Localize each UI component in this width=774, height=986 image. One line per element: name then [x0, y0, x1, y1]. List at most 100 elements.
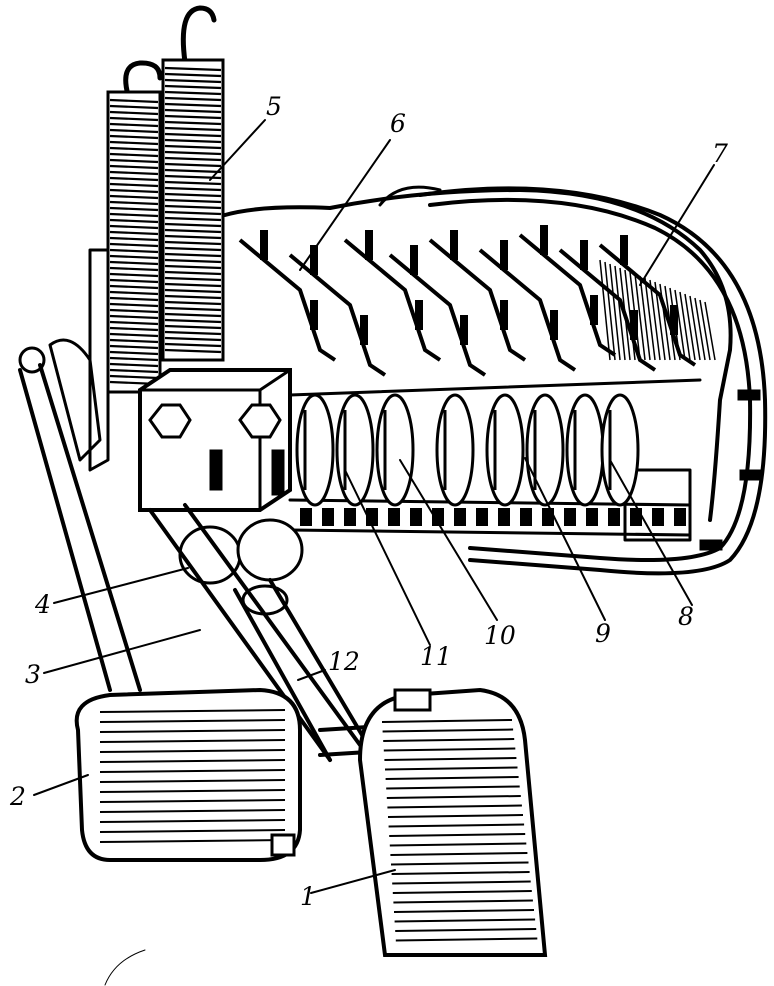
leader-8: [609, 459, 693, 606]
spring-coil: [109, 230, 159, 236]
tread-line: [99, 839, 286, 843]
pedal-2: [74, 687, 302, 862]
contact-screw: [450, 230, 458, 260]
leader-7: [639, 164, 715, 286]
spring-coil: [164, 240, 222, 246]
label-5: 5: [266, 92, 282, 121]
right-spring-hook: [180, 5, 217, 65]
tread-line: [384, 757, 517, 761]
spring-coil: [164, 330, 222, 336]
spring-coil: [164, 300, 222, 306]
spring-coil: [164, 276, 222, 282]
shaft-bar-top: [288, 378, 702, 397]
cable-harness-outer: [418, 186, 768, 576]
hatch-line: [644, 277, 656, 361]
spring-coil: [164, 114, 222, 120]
harness-clip: [739, 469, 763, 481]
tread-line: [99, 709, 286, 713]
rail-tooth: [476, 508, 488, 526]
leader-lines: [33, 119, 715, 894]
hatch-line: [604, 261, 616, 361]
rail-tooth: [652, 508, 664, 526]
contact-screw: [540, 225, 548, 255]
hatch-line: [599, 259, 611, 361]
spring-coil: [109, 272, 159, 278]
cam-washer: [600, 393, 640, 507]
rail-tooth: [586, 508, 598, 526]
pedals: [74, 687, 548, 957]
pedal-1-hinge: [393, 688, 432, 712]
rail-tooth: [608, 508, 620, 526]
rail-tooth: [520, 508, 532, 526]
spring-coil: [164, 216, 222, 222]
spring-coil: [164, 72, 222, 78]
spring-coil: [164, 150, 222, 156]
rail-tooth: [564, 508, 576, 526]
hatch-line: [694, 297, 706, 361]
label-4: 4: [34, 590, 51, 619]
spring-coil: [164, 270, 222, 276]
spring-coil: [164, 90, 222, 96]
stud: [271, 449, 285, 496]
rail-tooth: [454, 508, 466, 526]
spring-coil: [109, 326, 159, 332]
spring-coil: [109, 236, 159, 242]
spring-coil: [164, 204, 222, 210]
spring-coil: [164, 186, 222, 192]
hatch-line: [684, 293, 696, 361]
spring-coil: [109, 176, 159, 182]
contact-screw: [365, 230, 373, 260]
contact-lever: [288, 253, 387, 377]
spring-coil: [109, 344, 159, 350]
contact-screw: [500, 300, 508, 330]
tread-line: [386, 795, 521, 799]
lever-arm-12: [233, 578, 367, 762]
spring-coil: [164, 126, 222, 132]
spring-coil: [164, 120, 222, 126]
pedal-1: [357, 687, 548, 957]
pedal-2-treads: [99, 709, 286, 843]
rail-tooth: [674, 508, 686, 526]
spring-coil: [164, 192, 222, 198]
contact-screw: [580, 240, 588, 270]
tread-line: [395, 928, 537, 932]
spring-coil: [109, 182, 159, 188]
spring-coil: [109, 356, 159, 362]
tread-line: [395, 937, 538, 942]
spring-coil: [164, 168, 222, 174]
spring-coil: [164, 228, 222, 234]
label-11: 11: [420, 642, 452, 671]
bracket-edges: [138, 368, 292, 512]
rail-tooth: [388, 508, 400, 526]
spring-coil: [164, 210, 222, 216]
side-plate: [88, 248, 110, 472]
spring-coil: [164, 264, 222, 270]
controller-housing: [88, 185, 768, 576]
tread-line: [99, 809, 286, 813]
contact-levers: [238, 225, 697, 377]
spring-coil: [109, 338, 159, 344]
tread-line: [390, 852, 528, 856]
spring-coil: [109, 350, 159, 356]
pedal-1-treads: [381, 719, 538, 942]
spring-coil: [109, 320, 159, 326]
spring-coil: [109, 302, 159, 308]
tread-line: [99, 829, 286, 833]
spring-coil: [164, 96, 222, 102]
spring-coil: [164, 144, 222, 150]
spring-coil: [164, 222, 222, 228]
label-2: 2: [9, 782, 26, 811]
stud: [209, 449, 223, 491]
spring-coil: [109, 332, 159, 338]
tread-line: [393, 899, 533, 904]
contact-screw: [415, 300, 423, 330]
mounting-bracket: [18, 338, 304, 692]
spring-coil: [109, 290, 159, 296]
leader-4: [53, 567, 189, 604]
label-12: 12: [328, 647, 360, 676]
pivot: [18, 346, 46, 374]
hex-bolt: [148, 403, 192, 439]
spring-coil: [109, 218, 159, 224]
spring-coil: [109, 146, 159, 152]
contact-screw: [460, 315, 468, 345]
